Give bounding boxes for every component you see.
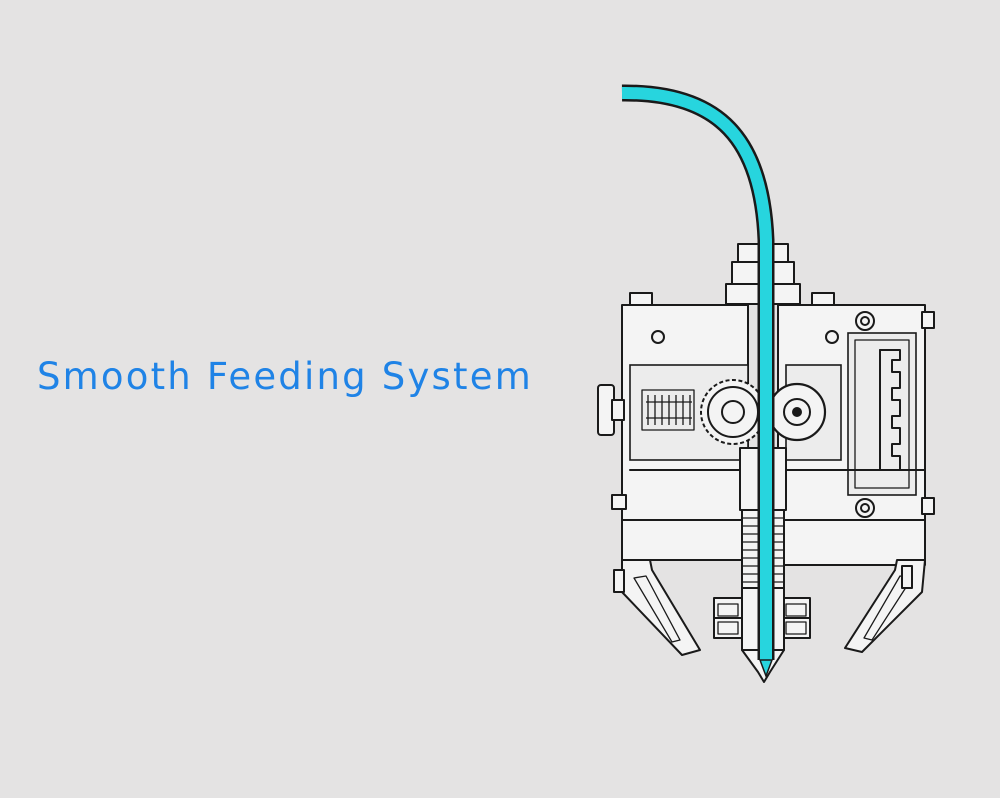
left-leg: [613, 559, 701, 656]
tension-spring: [641, 389, 695, 431]
headline-title: Smooth Feeding System: [37, 355, 533, 398]
filament-path: [621, 84, 775, 679]
drive-gear: [700, 379, 766, 445]
heatsink-fins: [879, 349, 901, 471]
idler-bearing: [767, 382, 827, 442]
top-tabs: [629, 292, 835, 308]
right-leg: [844, 559, 926, 653]
right-housing: [777, 304, 935, 566]
